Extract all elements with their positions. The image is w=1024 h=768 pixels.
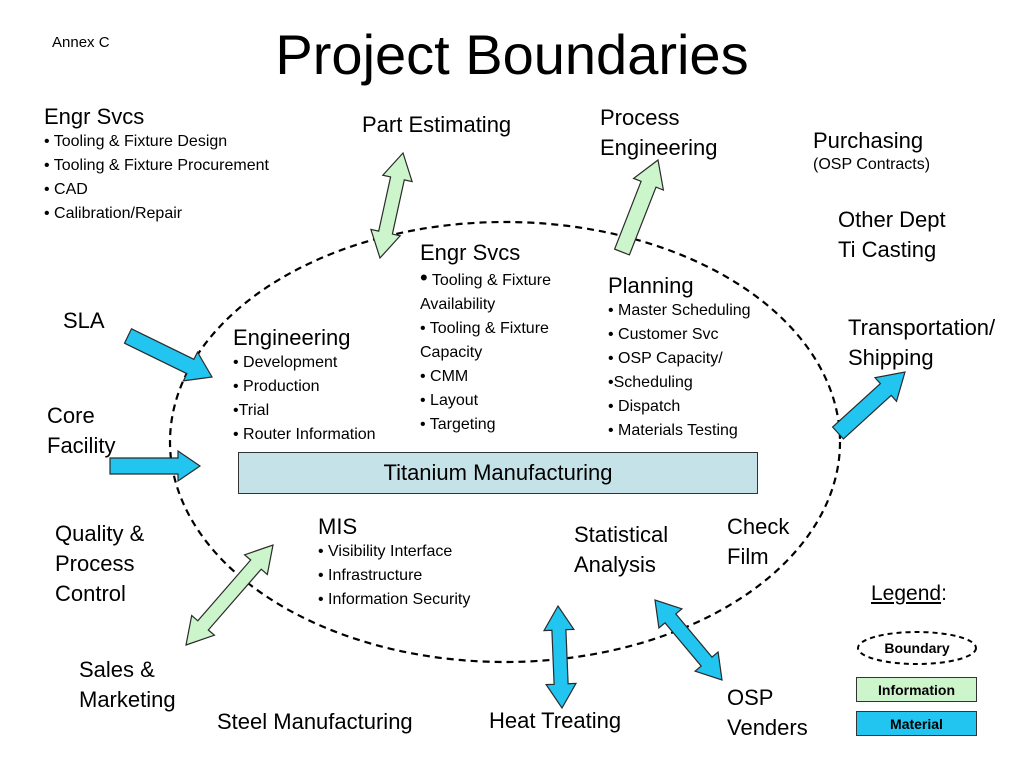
osp-material-arrow <box>654 599 723 681</box>
label-line: OSP <box>727 685 774 710</box>
label-line: Venders <box>727 715 808 740</box>
bullet-dot: • <box>420 265 428 290</box>
legend-title: Legend: <box>871 582 947 606</box>
list-item: • Development <box>233 354 338 371</box>
sla-label: SLA <box>63 308 105 333</box>
heat-treating-material-arrow <box>542 604 578 710</box>
osp-venders-label: OSP Venders <box>727 683 808 743</box>
engr-svcs-outside-block: Engr Svcs • Tooling & Fixture Design • T… <box>44 104 269 226</box>
sla-material-arrow <box>123 327 213 382</box>
part-estimating-label: Part Estimating <box>362 112 512 137</box>
planning-list: • Master Scheduling • Customer Svc • OSP… <box>608 299 751 443</box>
engr-svcs-inside-block: Engr Svcs • Tooling & Fixture Availabili… <box>420 240 551 437</box>
label-line: Ti Casting <box>838 237 937 262</box>
sales-label: Sales & Marketing <box>79 655 176 715</box>
list-item: • Production <box>233 378 320 395</box>
engineering-heading: Engineering <box>233 325 351 350</box>
list-item: • Tooling & Fixture Design <box>44 133 228 150</box>
label-line: Process <box>55 551 135 576</box>
legend-title-text: Legend <box>871 582 942 605</box>
quality-info-arrow <box>185 544 274 646</box>
steel-manufacturing-label: Steel Manufacturing <box>217 709 413 734</box>
legend-information: Information <box>856 677 977 702</box>
boundary-ellipse <box>168 220 842 664</box>
process-engineering-info-arrow <box>613 158 665 256</box>
purchasing-sub-label: (OSP Contracts) <box>813 156 931 173</box>
list-item: • Tooling & Fixture <box>420 266 551 293</box>
engr-svcs-inside-heading: Engr Svcs <box>420 240 521 265</box>
label-line: Check <box>727 514 790 539</box>
engineering-list: • Development • Production •Trial • Rout… <box>233 351 376 447</box>
legend-boundary: Boundary <box>884 640 950 656</box>
label-line: Marketing <box>79 687 176 712</box>
core-facility-label: Core Facility <box>47 401 115 461</box>
list-item: • Dispatch <box>608 398 681 415</box>
process-engineering-label: Process Engineering <box>600 103 717 163</box>
list-item: • CAD <box>44 181 88 198</box>
list-item-text: Tooling & Fixture <box>431 272 552 289</box>
label-line: Control <box>55 581 126 606</box>
legend-material: Material <box>856 711 977 736</box>
list-item: • CMM <box>420 368 469 385</box>
planning-block: Planning • Master Scheduling • Customer … <box>608 273 751 443</box>
label-line: Core <box>47 403 95 428</box>
transportation-material-arrow <box>831 371 906 440</box>
label-line: Statistical <box>574 522 669 547</box>
label-line: Analysis <box>574 552 656 577</box>
list-item: • Tooling & Fixture <box>420 320 549 337</box>
list-item: • Infrastructure <box>318 567 423 584</box>
label-line: Quality & <box>55 521 145 546</box>
heat-treating-label: Heat Treating <box>489 708 622 733</box>
part-estimating-info-arrow <box>370 151 413 260</box>
list-item: • Customer Svc <box>608 326 719 343</box>
core-facility-material-arrow <box>109 449 202 483</box>
label-line: Film <box>727 544 769 569</box>
list-item: • Layout <box>420 392 479 409</box>
list-item: • Information Security <box>318 591 471 608</box>
list-item: •Scheduling <box>608 374 693 391</box>
quality-label: Quality & Process Control <box>55 519 144 609</box>
legend-title-colon: : <box>941 582 947 605</box>
list-item: Capacity <box>420 344 483 361</box>
engr-svcs-inside-list: • Tooling & Fixture Availability • Tooli… <box>420 266 551 437</box>
list-item: • Materials Testing <box>608 422 738 439</box>
list-item: • Router Information <box>233 426 376 443</box>
check-film-label: Check Film <box>727 512 789 572</box>
transportation-label: Transportation/ Shipping <box>848 313 995 373</box>
planning-heading: Planning <box>608 273 694 298</box>
legend-boundary-ellipse <box>857 631 977 665</box>
list-item: • Tooling & Fixture Procurement <box>44 157 269 174</box>
engr-svcs-outside-heading: Engr Svcs <box>44 104 145 129</box>
label-line: Sales & <box>79 657 155 682</box>
label-line: Transportation/ <box>848 315 996 340</box>
list-item: • OSP Capacity/ <box>608 350 723 367</box>
mis-block: MIS • Visibility Interface • Infrastruct… <box>318 514 470 612</box>
statistical-analysis-label: Statistical Analysis <box>574 520 668 580</box>
annex-label: Annex C <box>52 34 110 51</box>
list-item: • Calibration/Repair <box>44 205 183 222</box>
list-item: •Trial <box>233 402 270 419</box>
label-line: Shipping <box>848 345 934 370</box>
engineering-block: Engineering • Development • Production •… <box>233 325 376 447</box>
list-item: • Targeting <box>420 416 496 433</box>
list-item: • Visibility Interface <box>318 543 453 560</box>
mis-list: • Visibility Interface • Infrastructure … <box>318 540 470 612</box>
label-line: Other Dept <box>838 207 946 232</box>
label-line: Facility <box>47 433 116 458</box>
page-title: Project Boundaries <box>275 23 749 86</box>
purchasing-block: Purchasing (OSP Contracts) <box>813 128 930 176</box>
engr-svcs-outside-list: • Tooling & Fixture Design • Tooling & F… <box>44 130 269 226</box>
label-line: Engineering <box>600 135 718 160</box>
list-item: Availability <box>420 296 496 313</box>
purchasing-label: Purchasing <box>813 128 924 153</box>
other-dept-label: Other Dept Ti Casting <box>838 205 946 265</box>
titanium-manufacturing-bar: Titanium Manufacturing <box>238 452 758 494</box>
label-line: Process <box>600 105 680 130</box>
mis-heading: MIS <box>318 514 358 539</box>
list-item: • Master Scheduling <box>608 302 751 319</box>
